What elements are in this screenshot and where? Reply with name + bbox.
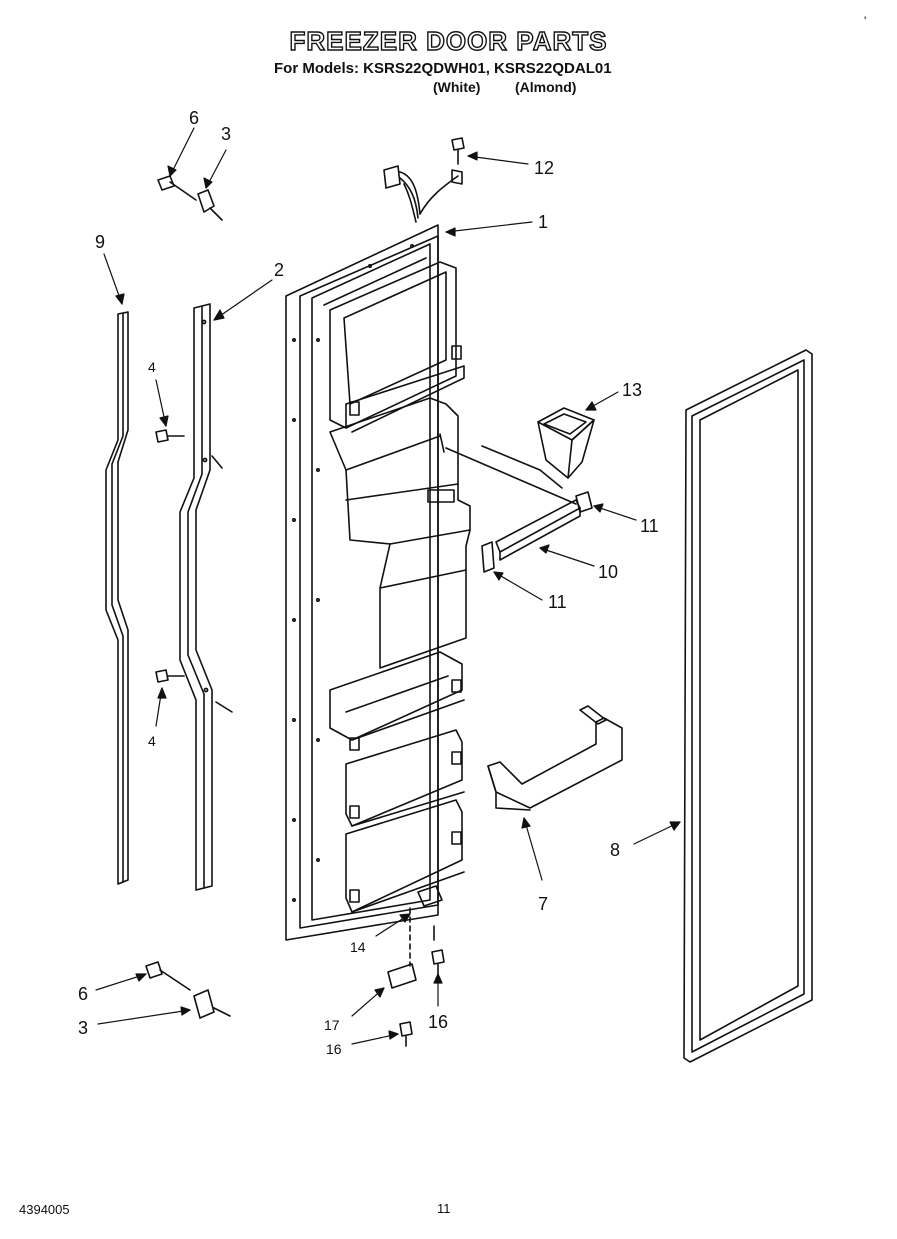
part-14-16-17-hinge xyxy=(387,885,445,1047)
callout-16-right: 16 xyxy=(428,1012,448,1032)
part-4-screws xyxy=(155,429,185,683)
document-number: 4394005 xyxy=(19,1202,70,1217)
callout-13: 13 xyxy=(622,380,642,400)
callout-14: 14 xyxy=(350,939,366,955)
callout-9: 9 xyxy=(95,232,105,252)
callout-4-lower: 4 xyxy=(148,733,156,749)
callout-12: 12 xyxy=(534,158,554,178)
callout-10: 10 xyxy=(598,562,618,582)
color-almond-label: (Almond) xyxy=(515,79,577,95)
part-3-6-bottom-hardware xyxy=(145,961,231,1019)
part-3-6-top-hardware xyxy=(157,175,223,221)
callout-2: 2 xyxy=(274,260,284,280)
callout-labels: 6 3 9 2 4 4 12 1 13 11 10 11 8 7 14 6 3 … xyxy=(78,108,659,1057)
callout-7: 7 xyxy=(538,894,548,914)
callout-11-right: 11 xyxy=(640,516,659,536)
callout-3-bottom: 3 xyxy=(78,1018,88,1038)
leader-lines xyxy=(95,127,681,1045)
part-9-strip xyxy=(105,311,129,885)
part-10-11-bar xyxy=(445,447,593,573)
part-2-trim xyxy=(179,303,233,891)
callout-3-top: 3 xyxy=(221,124,231,144)
part-13-chute xyxy=(481,407,595,489)
callout-17: 17 xyxy=(324,1017,340,1033)
color-white-label: (White) xyxy=(433,79,481,95)
part-1-door-panel xyxy=(285,165,471,941)
callout-16-left: 16 xyxy=(326,1041,342,1057)
callout-11-left: 11 xyxy=(548,592,567,612)
corner-mark: ' xyxy=(864,14,867,28)
page-number: 11 xyxy=(437,1201,451,1216)
callout-8: 8 xyxy=(610,840,620,860)
models-line: For Models: KSRS22QDWH01, KSRS22QDAL01 xyxy=(274,60,612,77)
callout-6-bottom: 6 xyxy=(78,984,88,1004)
callout-6-top: 6 xyxy=(189,108,199,128)
callout-1: 1 xyxy=(538,212,548,232)
page-title: FREEZER DOOR PARTS xyxy=(289,25,608,56)
part-12-screw xyxy=(451,137,465,165)
part-7-door-bin xyxy=(487,705,623,811)
part-8-gasket xyxy=(683,349,813,1063)
callout-4-upper: 4 xyxy=(148,359,156,375)
